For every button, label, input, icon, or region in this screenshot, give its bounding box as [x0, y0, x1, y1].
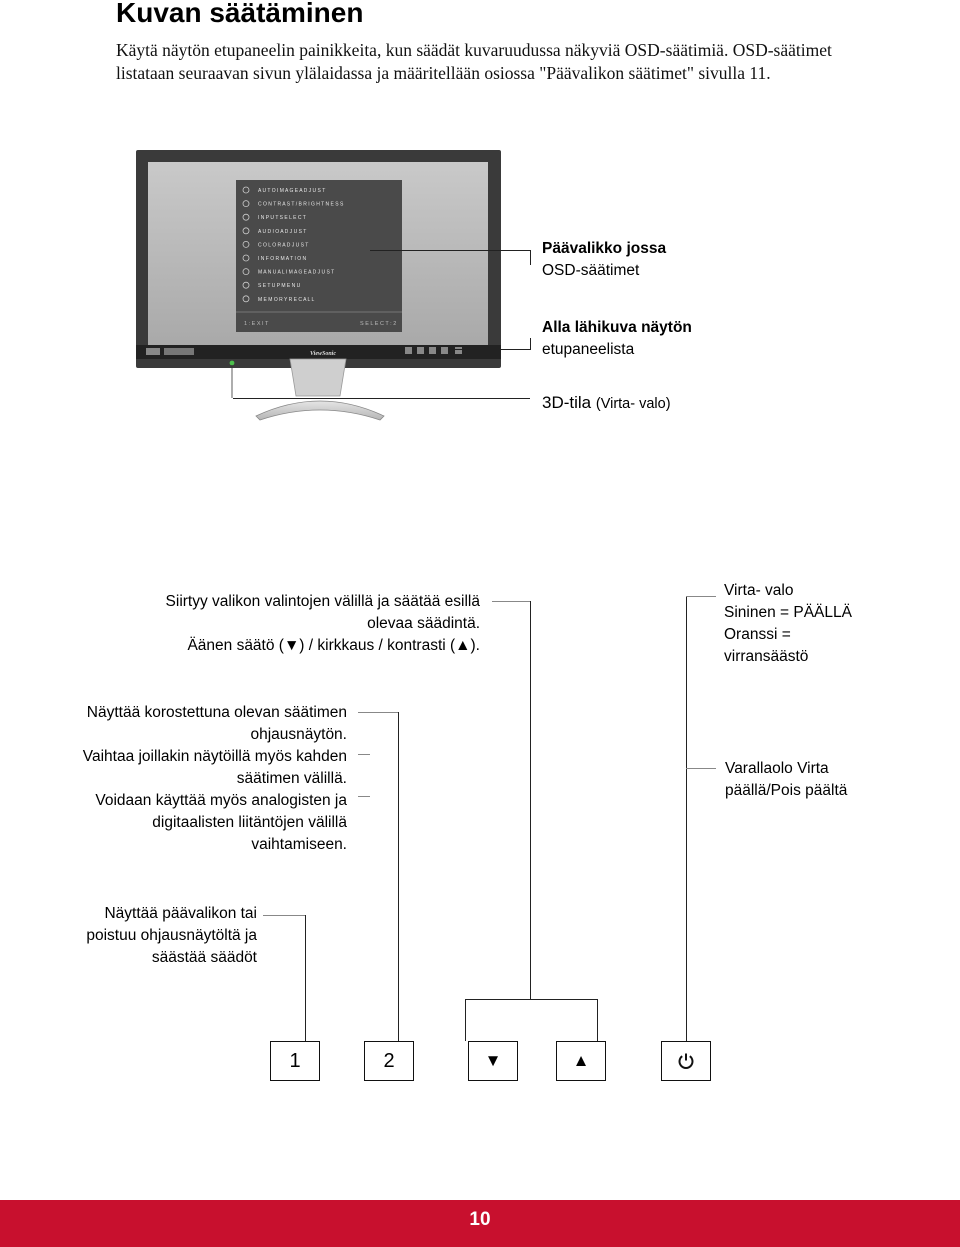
label-btn1-line2: poistuu ohjausnäytöltä ja	[86, 927, 257, 944]
monitor-neck	[289, 358, 347, 397]
callout-line-osd	[370, 250, 530, 251]
label-arrows-line3: Äänen säätö (▼) / kirkkaus / kontrasti (…	[187, 637, 480, 654]
osd-menu-item: S E T U P M E N U	[258, 283, 301, 289]
monitor-base	[255, 400, 385, 421]
label-power-btn-line2: päällä/Pois päältä	[725, 782, 848, 799]
callout-main-menu-line2: OSD-säätimet	[542, 262, 640, 279]
label-btn1-line1: Näyttää päävalikon tai	[104, 905, 257, 922]
callout-closeup-line1: Alla lähikuva näytön	[542, 319, 692, 336]
connector-button-1	[305, 915, 306, 1041]
callout-closeup: Alla lähikuva näytön etupaneelista	[542, 317, 692, 361]
label-power-light-orange-2: virransäästö	[724, 648, 809, 665]
callout-line-panel	[455, 349, 530, 350]
label-power-light-title: Virta- valo	[724, 582, 794, 599]
osd-footer-right: S E L E C T : 2	[360, 321, 396, 327]
page-title: Kuvan säätäminen	[116, 0, 364, 28]
page-number: 10	[469, 1209, 491, 1230]
label-btn2-line7: vaihtamiseen.	[251, 836, 347, 853]
monitor-illustration: A U T O I M A G E A D J U S T C O N T R A…	[136, 150, 501, 421]
label-btn1-line3: säästää säädöt	[151, 949, 257, 966]
intro-paragraph: Käytä näytön etupaneelin painikkeita, ku…	[116, 40, 832, 83]
button-2[interactable]: 2	[364, 1041, 414, 1081]
label-arrows-line1: Siirtyy valikon valintojen välillä ja sä…	[165, 593, 480, 610]
power-button[interactable]	[661, 1041, 711, 1081]
callout-line-3d	[233, 398, 530, 399]
osd-menu-item: I N P U T S E L E C T	[258, 215, 306, 221]
button-1[interactable]: 1	[270, 1041, 320, 1081]
label-btn2-line5: Voidaan käyttää myös analogisten ja	[95, 792, 347, 809]
label-btn2-line2: ohjausnäytön.	[250, 726, 347, 743]
label-btn2-line6: digitaalisten liitäntöjen välillä	[152, 814, 347, 831]
osd-menu-item: M A N U A L I M A G E A D J U S T	[258, 270, 334, 276]
osd-item-icon	[242, 213, 250, 221]
label-button-2: Näyttää korostettuna olevan säätimen ohj…	[40, 702, 347, 856]
osd-item-icon	[242, 281, 250, 289]
callout-main-menu-line1: Päävalikko jossa	[542, 240, 667, 257]
power-light-icon	[229, 360, 235, 366]
callout-3d-main: 3D-tila	[542, 393, 592, 412]
label-power-light-blue: Sininen = PÄÄLLÄ	[724, 604, 852, 621]
osd-item-icon	[242, 227, 250, 235]
label-btn2-line4: säätimen välillä.	[236, 770, 347, 787]
osd-item-icon	[242, 268, 250, 275]
label-power-button: Varallaolo Virta päällä/Pois päältä	[725, 758, 847, 802]
callout-main-menu: Päävalikko jossa OSD-säätimet	[542, 238, 666, 282]
osd-menu-item: A U D I O A D J U S T	[258, 229, 306, 235]
down-button[interactable]: ▼	[468, 1041, 518, 1081]
footer-bar	[0, 1200, 960, 1247]
connector-power-button	[686, 596, 687, 1041]
osd-menu-item: A U T O I M A G E A D J U S T	[258, 188, 325, 194]
connector-arrow-buttons	[530, 601, 531, 999]
label-arrow-buttons: Siirtyy valikon valintojen välillä ja sä…	[130, 591, 480, 657]
callout-3d-mode: 3D-tila (Virta- valo)	[542, 393, 671, 413]
monitor-panel-buttons	[405, 347, 462, 354]
osd-menu-item: C O N T R A S T / B R I G H T N E S S	[258, 202, 344, 208]
label-btn2-line1: Näyttää korostettuna olevan säätimen	[86, 704, 347, 721]
osd-menu-item: C O L O R A D J U S T	[258, 242, 308, 248]
osd-menu-item: M E M O R Y R E C A L L	[258, 297, 315, 303]
osd-item-icon	[242, 200, 250, 207]
up-arrow-icon: ▲	[572, 1051, 590, 1070]
connector-button-2	[398, 712, 399, 1041]
brand-logo: ViewSonic	[310, 351, 336, 357]
label-power-btn-line1: Varallaolo Virta	[725, 760, 829, 777]
callout-closeup-line2: etupaneelista	[542, 341, 635, 358]
label-button-1: Näyttää päävalikon tai poistuu ohjausnäy…	[40, 903, 257, 969]
label-btn2-line3: Vaihtaa joillakin näytöillä myös kahden	[82, 748, 347, 765]
osd-item-icon	[242, 241, 250, 248]
label-arrows-line2: olevaa säädintä.	[367, 615, 480, 632]
osd-menu	[236, 180, 402, 332]
power-icon	[678, 1053, 694, 1069]
osd-item-icon	[242, 254, 250, 262]
osd-menu-item: I N F O R M A T I O N	[258, 256, 307, 262]
osd-item-icon	[242, 186, 250, 194]
up-button[interactable]: ▲	[556, 1041, 606, 1081]
label-power-light: Virta- valo Sininen = PÄÄLLÄ Oranssi = v…	[724, 580, 852, 668]
osd-item-icon	[242, 295, 250, 303]
callout-3d-sub: (Virta- valo)	[595, 396, 671, 412]
down-arrow-icon: ▼	[484, 1051, 502, 1070]
label-power-light-orange-1: Oranssi =	[724, 626, 791, 643]
osd-footer-left: 1 : E X I T	[244, 321, 269, 327]
